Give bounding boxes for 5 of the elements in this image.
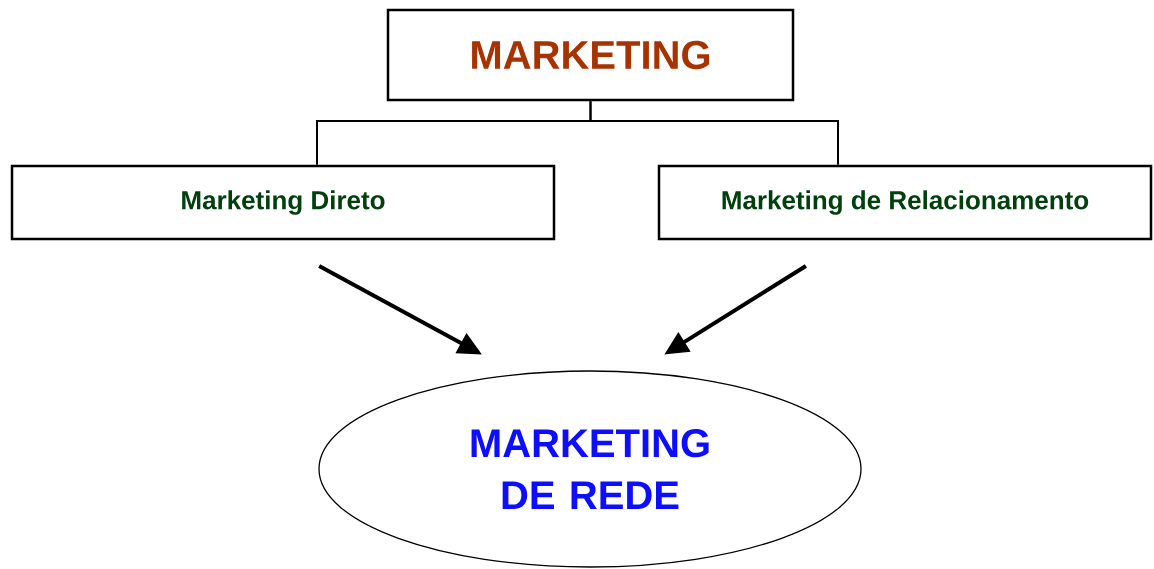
text-box: MARKETING — [386, 8, 795, 102]
connector-line — [589, 100, 839, 166]
text-box: Marketing de Relacionamento — [657, 164, 1153, 241]
text-box: Marketing Direto — [10, 164, 556, 241]
ellipse-node: MARKETING DE REDE — [318, 370, 862, 568]
